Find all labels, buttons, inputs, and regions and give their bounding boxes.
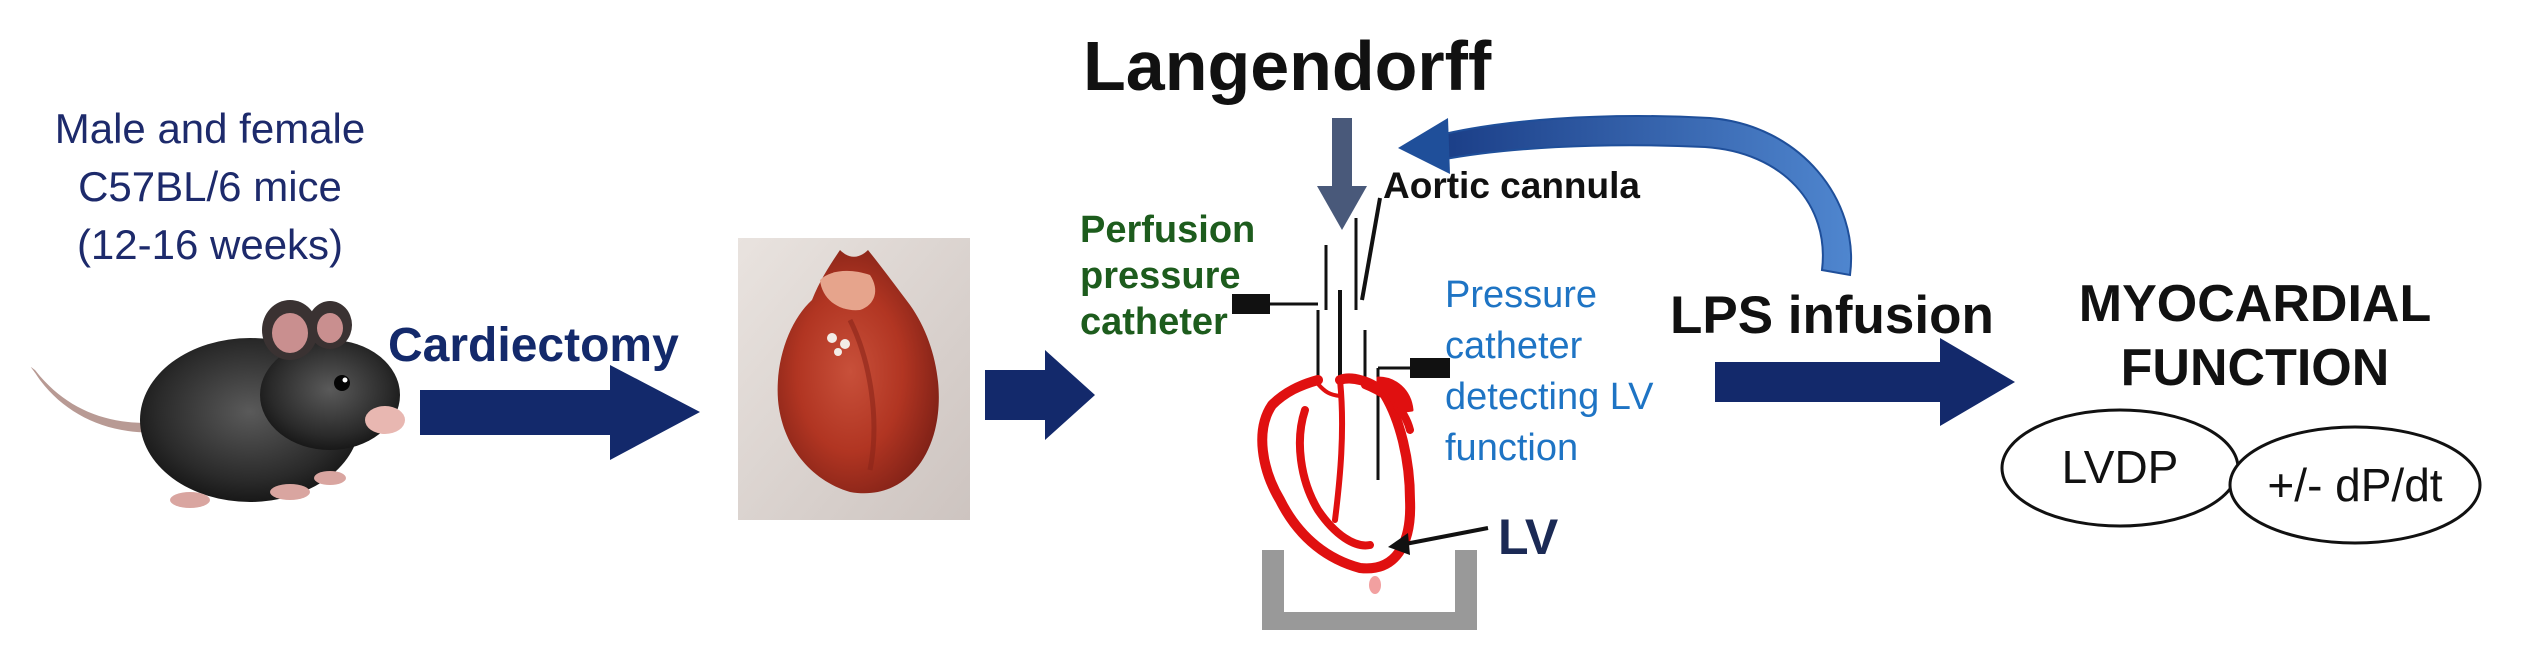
myo-line2: FUNCTION	[2120, 339, 2390, 397]
mice-line1: Male and female	[54, 105, 366, 152]
cardiectomy-arrow	[420, 365, 700, 460]
pcath-line1: Pressure	[1445, 274, 1598, 316]
pcath-line3: detecting LV	[1445, 376, 1654, 418]
dpdt-ellipse	[2228, 425, 2482, 545]
lvdp-label: LVDP	[2061, 441, 2179, 493]
perfusion-line1: Perfusion	[1080, 209, 1256, 251]
mice-description: Male and female C57BL/6 mice (12-16 week…	[30, 100, 390, 274]
organ-bath	[1262, 550, 1477, 630]
aortic-cannula	[1316, 197, 1382, 380]
mice-line3: (12-16 weeks)	[76, 221, 344, 268]
lps-to-function-arrow	[1715, 338, 2015, 426]
lv-pressure-catheter	[1376, 358, 1450, 480]
to-langendorff-arrow	[985, 350, 1095, 440]
lps-infusion-label: LPS infusion	[1670, 286, 1994, 345]
langendorff-title: Langendorff	[1083, 27, 1492, 105]
cardiectomy-label: Cardiectomy	[388, 319, 679, 372]
lv-label: LV	[1498, 509, 1559, 565]
myo-line1: MYOCARDIAL	[2078, 275, 2432, 333]
mouse-photo	[30, 300, 405, 508]
pressure-catheter-label: Pressure catheter detecting LV function	[1445, 270, 1653, 474]
excised-heart-photo	[738, 238, 970, 520]
perfusion-line3: catheter	[1080, 301, 1228, 343]
lps-recirculation-arrow	[1398, 115, 1853, 277]
heart-diagram	[1257, 373, 1416, 574]
myocardial-function-title: MYOCARDIAL FUNCTION	[2040, 272, 2470, 400]
dpdt-label: +/- dP/dt	[2267, 459, 2443, 511]
perfusion-flow-arrow	[1317, 118, 1367, 230]
perfusion-catheter-connector	[1232, 294, 1318, 314]
perfusion-line2: pressure	[1080, 255, 1241, 297]
pcath-line4: function	[1445, 427, 1579, 469]
pcath-line2: catheter	[1445, 325, 1583, 367]
mice-line2: C57BL/6 mice	[78, 163, 342, 210]
perfusion-catheter-label: Perfusion pressure catheter	[1080, 207, 1255, 345]
aortic-cannula-label: Aortic cannula	[1383, 165, 1640, 206]
lv-pointer-arrow	[1388, 526, 1489, 555]
